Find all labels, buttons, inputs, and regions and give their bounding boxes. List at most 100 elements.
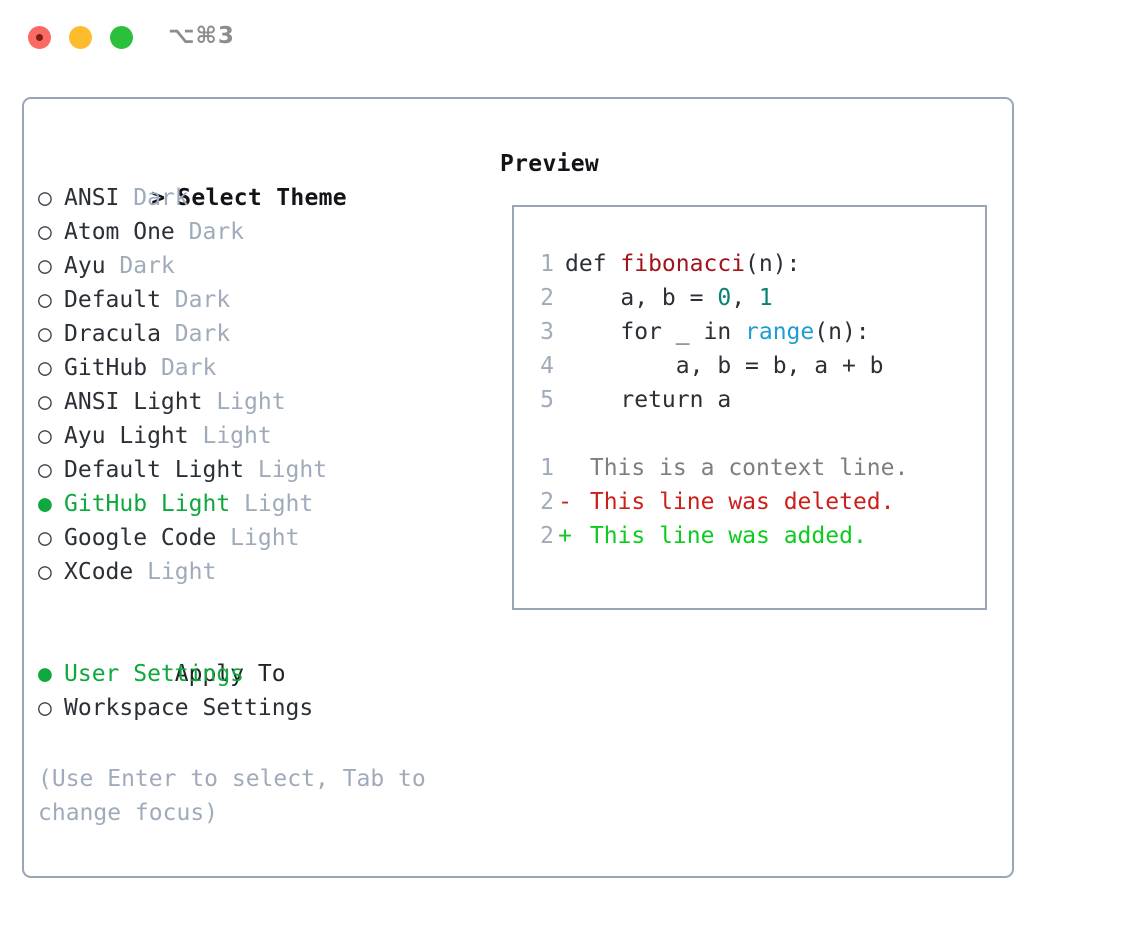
theme-name-label: Default (64, 287, 161, 313)
preview-column: Preview 1 def fibonacci(n):2 a, b = 0, 1… (500, 147, 1000, 610)
theme-name-label: Ayu (64, 253, 106, 279)
theme-list-item[interactable]: ○Ayu Dark (38, 249, 478, 283)
diff-line-number: 1 (540, 455, 554, 481)
theme-variant-badge: Dark (119, 185, 189, 211)
code-token-kw: def (565, 251, 621, 277)
code-gutter-space (554, 247, 565, 281)
code-line-number: 1 (540, 251, 554, 277)
code-diff-spacer (528, 417, 979, 451)
code-token-builtin: range (745, 319, 815, 345)
main-panel: > Select Theme ○ANSI Dark○Atom One Dark○… (22, 97, 1014, 878)
apply-to-item[interactable]: ○Workspace Settings (38, 691, 478, 725)
window-controls (28, 26, 133, 49)
theme-list: ○ANSI Dark○Atom One Dark○Ayu Dark○Defaul… (38, 181, 478, 589)
theme-variant-badge: Light (133, 559, 217, 585)
theme-name-label: Atom One (64, 219, 175, 245)
theme-list-item[interactable]: ○Dracula Dark (38, 317, 478, 351)
code-token-plain: , (731, 285, 759, 311)
radio-selected-icon: ● (38, 491, 52, 517)
cursor-caret-icon: > (151, 185, 180, 211)
diff-line-text: This line was deleted. (576, 489, 895, 515)
preview-title: Preview (500, 151, 600, 177)
select-theme-header-label: Select Theme (177, 185, 347, 211)
radio-unselected-icon: ○ (38, 355, 52, 381)
code-line: 5 return a (528, 383, 979, 417)
theme-list-item[interactable]: ● GitHub Light Light (38, 487, 478, 521)
diff-sample: 1 This is a context line. 2- This line wa… (528, 451, 979, 553)
theme-list-item[interactable]: ○ GitHub Dark (38, 351, 478, 385)
code-token-kw: for _ in (565, 319, 746, 345)
theme-variant-badge: Light (230, 491, 314, 517)
theme-list-item[interactable]: ○ANSI Light Light (38, 385, 478, 419)
code-line-number: 4 (540, 353, 554, 379)
code-gutter-space (554, 383, 565, 417)
keyboard-shortcut-label: ⌥⌘3 (168, 23, 235, 49)
code-gutter-space (554, 315, 565, 349)
theme-variant-badge: Dark (105, 253, 175, 279)
code-token-num: 0 (717, 285, 732, 311)
theme-list-item[interactable]: ○ Atom One Dark (38, 215, 478, 249)
diff-line: 2- This line was deleted. (528, 485, 979, 519)
diff-line-text: This line was added. (576, 523, 867, 549)
radio-unselected-icon: ○ (38, 525, 52, 551)
theme-name-label: ANSI Light (64, 389, 203, 415)
code-line: 4 a, b = b, a + b (528, 349, 979, 383)
apply-to-item[interactable]: ●User Settings (38, 657, 478, 691)
code-line-number: 5 (540, 387, 554, 413)
theme-variant-badge: Light (244, 457, 328, 483)
apply-to-label: Workspace Settings (64, 695, 314, 721)
diff-line-text: This is a context line. (576, 455, 909, 481)
radio-selected-icon: ● (38, 661, 52, 687)
code-token-plain: (n): (814, 319, 870, 345)
theme-name-label: XCode (64, 559, 134, 585)
apply-to-header-label: Apply To (174, 661, 286, 687)
theme-list-item[interactable]: ○ Default Light Light (38, 453, 478, 487)
minimize-button[interactable] (69, 26, 92, 49)
radio-unselected-icon: ○ (38, 219, 52, 245)
theme-variant-badge: Dark (147, 355, 217, 381)
keyboard-hint-text: (Use Enter to select, Tab to change focu… (38, 766, 426, 826)
theme-variant-badge: Dark (174, 219, 245, 245)
theme-list-item[interactable]: ○Ayu Light Light (38, 419, 478, 453)
code-line-number: 2 (540, 285, 554, 311)
code-token-plain: a, b = b, a + b (565, 353, 884, 379)
theme-variant-badge: Light (188, 423, 272, 449)
theme-list-item[interactable]: ○ ANSI Dark (38, 181, 478, 215)
diff-line-number: 2 (540, 523, 554, 549)
theme-list-item[interactable]: ○Default Dark (38, 283, 478, 317)
theme-name-label: Default Light (64, 457, 245, 483)
code-line-number: 3 (540, 319, 554, 345)
code-line: 1 def fibonacci(n): (528, 247, 979, 281)
theme-list-item[interactable]: ○Google Code Light (38, 521, 478, 555)
title-bar: ⌥⌘3 (0, 0, 1140, 78)
code-token-num: 1 (758, 285, 773, 311)
zoom-button[interactable] (110, 26, 133, 49)
radio-unselected-icon: ○ (38, 559, 52, 585)
radio-unselected-icon: ○ (38, 457, 52, 483)
theme-name-label: ANSI (64, 185, 120, 211)
theme-variant-badge: Dark (160, 287, 231, 313)
theme-name-label: GitHub Light (64, 491, 231, 517)
theme-name-label: GitHub (64, 355, 148, 381)
code-token-fn: fibonacci (620, 251, 746, 277)
diff-marker-ctx (554, 451, 576, 485)
theme-name-label: Dracula (64, 321, 161, 347)
list-spacer (38, 589, 478, 623)
close-button[interactable] (28, 26, 51, 49)
code-gutter-space (554, 349, 565, 383)
theme-list-item[interactable]: ○ XCode Light (38, 555, 478, 589)
theme-name-label: Ayu Light (64, 423, 189, 449)
code-line: 3 for _ in range(n): (528, 315, 979, 349)
theme-selector-column: > Select Theme ○ANSI Dark○Atom One Dark○… (38, 147, 478, 725)
radio-unselected-icon: ○ (38, 185, 52, 211)
radio-unselected-icon: ○ (38, 321, 52, 347)
radio-unselected-icon: ○ (38, 389, 52, 415)
apply-to-list: ●User Settings○Workspace Settings (38, 657, 478, 725)
diff-marker-del: - (558, 489, 572, 515)
code-gutter-space (554, 281, 565, 315)
diff-line: 2+ This line was added. (528, 519, 979, 553)
